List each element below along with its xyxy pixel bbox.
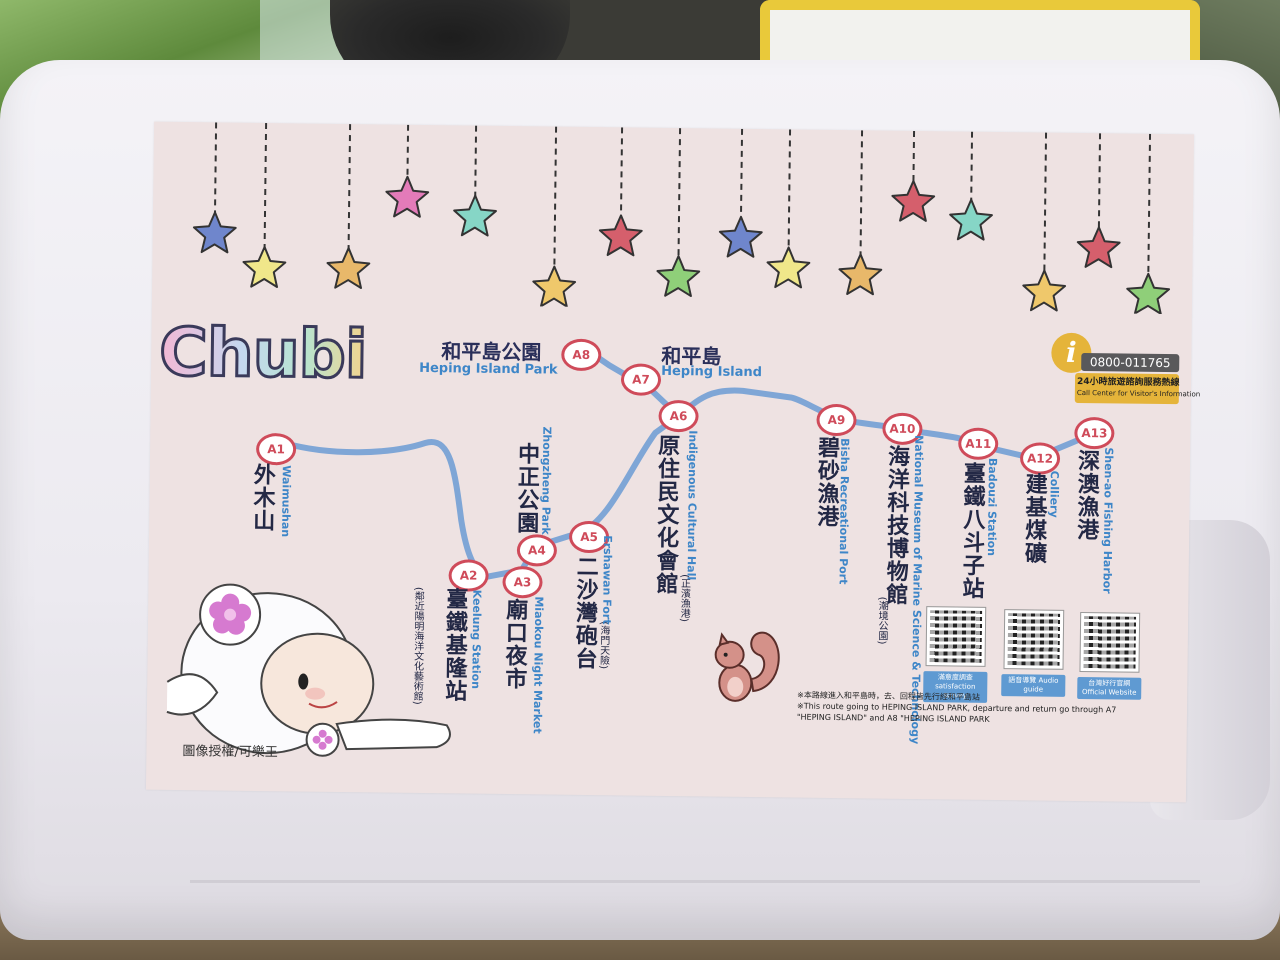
stop-label-a12-en: Colliery — [1047, 470, 1061, 518]
stop-label-a1-zh: 外木山 — [249, 462, 275, 533]
star-icon — [766, 246, 811, 289]
stop-label-a6-zh: 原住民文化會館 — [652, 433, 680, 596]
star-icon — [1076, 226, 1121, 269]
stop-label-a5-note: (海門天險) — [597, 621, 610, 670]
star-string — [970, 131, 974, 202]
stop-marker-a4: A4 — [516, 534, 558, 567]
star-icon — [718, 215, 763, 258]
stop-label-a10-note: (潮境公園) — [875, 596, 888, 645]
squirrel-icon — [714, 631, 780, 702]
stop-marker-a6: A6 — [658, 399, 699, 433]
star-string — [474, 125, 478, 198]
star-icon — [192, 211, 237, 254]
star-string — [1147, 133, 1152, 276]
stop-label-a4-zh: 中正公園 — [513, 442, 540, 535]
stop-label-a3-en: Miaokou Night Market — [530, 596, 546, 734]
stop-label-a3-zh: 廟口夜市 — [501, 597, 528, 691]
stop-marker-a3: A3 — [502, 565, 543, 599]
stop-label-a1-en: Waimushan — [279, 465, 293, 538]
star-icon — [1022, 269, 1067, 312]
stop-label-a4-en: Zhongzheng Park — [539, 426, 554, 535]
star-string — [263, 123, 268, 250]
star-icon — [242, 246, 287, 288]
stop-label-a11-zh: 臺鐵八斗子站 — [958, 461, 986, 600]
star-icon — [1126, 272, 1171, 315]
star-string — [859, 130, 864, 257]
star-string — [553, 126, 558, 269]
stop-marker-a13: A13 — [1074, 416, 1115, 450]
heping-island-label-en: Heping Island — [661, 363, 763, 381]
stop-marker-a9: A9 — [816, 403, 857, 437]
chubi-character-illustration — [166, 583, 451, 757]
qr-code-icon — [925, 606, 987, 667]
star-string — [912, 130, 916, 183]
stop-label-a5-en: Ershawan Fort — [600, 535, 615, 625]
stop-label-a6-en: Indigenous Cultural Hall — [684, 430, 700, 581]
hotline-label-zh: 24小時旅遊諮詢服務熱線 — [1076, 376, 1180, 389]
stop-label-a12-zh: 建基煤礦 — [1020, 472, 1047, 565]
star-icon — [532, 265, 577, 308]
star-icon — [656, 255, 701, 298]
image-credit: 圖像授權/可樂王 — [182, 744, 278, 761]
qr-code-audio-guide: 語音導覽 Audio guide — [1001, 609, 1066, 697]
stop-marker-a11: A11 — [958, 427, 999, 461]
route-map-panel: Chubi i 0800-011765 24小時旅遊諮詢服務熱線 Call Ce… — [145, 121, 1200, 803]
hanging-stars — [192, 122, 1171, 315]
qr-code-icon — [1003, 609, 1065, 670]
star-string — [347, 124, 352, 251]
star-string — [406, 124, 410, 179]
star-icon — [838, 253, 883, 296]
flower-icon — [209, 593, 252, 635]
star-icon — [891, 179, 936, 222]
stop-label-a6-note: (正濱漁港) — [678, 574, 690, 623]
star-icon — [326, 247, 371, 290]
star-string — [619, 127, 624, 218]
star-icon — [598, 214, 643, 257]
seat-cover-seam — [190, 880, 1200, 883]
info-hotline-badge: i 0800-011765 24小時旅遊諮詢服務熱線 Call Center f… — [1049, 331, 1200, 411]
star-string — [787, 129, 792, 250]
star-icon — [453, 194, 497, 237]
qr-code-icon — [1079, 612, 1141, 673]
star-string — [739, 128, 744, 219]
stop-marker-a7: A7 — [620, 363, 662, 396]
star-string — [1043, 132, 1048, 273]
stop-label-a10-zh: 海洋科技博物館 — [882, 444, 910, 606]
heping-park-label-en: Heping Island Park — [419, 360, 558, 378]
qr-code-survey: 滿意度調查 satisfaction survey — [923, 606, 988, 703]
route-note-en: ※This route going to HEPING ISLAND PARK,… — [796, 701, 1117, 724]
stop-marker-a1: A1 — [255, 432, 297, 466]
chubi-logo: Chubi — [157, 312, 368, 395]
stop-label-a9-en: Bisha Recreational Port — [836, 438, 852, 585]
stop-label-a11-en: Badouzi Station — [984, 457, 1000, 557]
stop-label-a13-zh: 深澳漁港 — [1073, 448, 1100, 542]
star-string — [213, 122, 218, 215]
qr-code-website: 台灣好行官網 Official Website — [1077, 612, 1142, 700]
hotline-label-en: Call Center for Visitor's Information — [1076, 388, 1201, 399]
stop-label-a13-en: Shen-ao Fishing Harbor — [1100, 447, 1116, 594]
route-notes: ※本路線進入和平島時，去、回程皆先行經和平島站 ※This route goin… — [797, 690, 1147, 727]
small-flower-icon — [312, 729, 333, 750]
hotline-number: 0800-011765 — [1081, 353, 1180, 373]
star-icon — [385, 175, 430, 218]
star-string — [1097, 133, 1102, 230]
star-icon — [949, 198, 993, 241]
stop-marker-a8: A8 — [561, 338, 602, 372]
